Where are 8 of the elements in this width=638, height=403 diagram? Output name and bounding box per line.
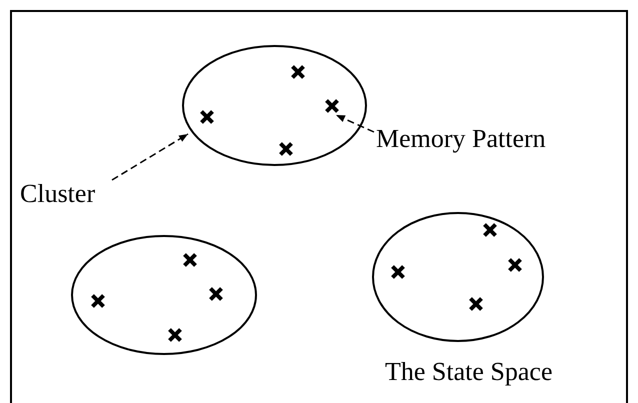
cluster-ellipse xyxy=(71,235,257,355)
annotation-label: Cluster xyxy=(20,178,160,212)
state-space-frame xyxy=(10,10,628,403)
leader-arrow xyxy=(112,133,188,181)
annotation-label: Memory Pattern xyxy=(376,123,634,159)
cluster-ellipse xyxy=(372,212,544,342)
cluster-ellipse xyxy=(182,45,367,166)
frame-title: The State Space xyxy=(385,356,552,388)
